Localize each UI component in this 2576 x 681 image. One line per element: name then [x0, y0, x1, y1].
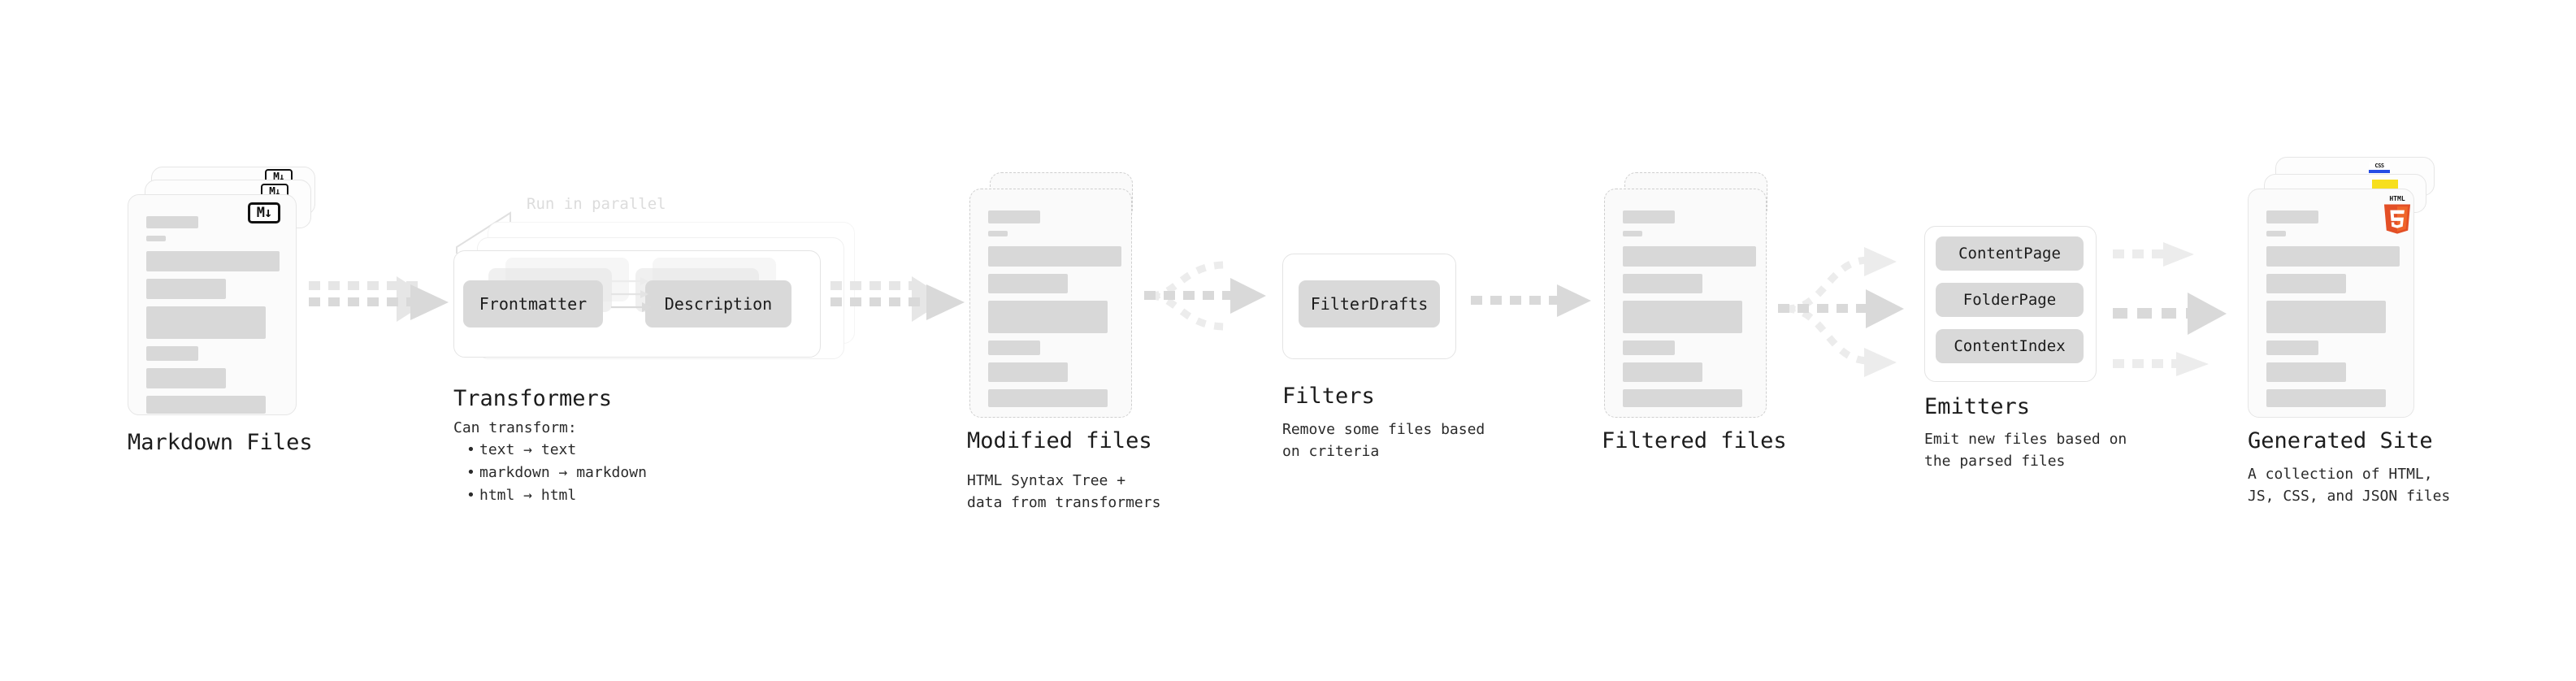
generated-site-heading: Generated Site	[2248, 428, 2433, 453]
run-in-parallel-note: Run in parallel	[527, 195, 666, 213]
markdown-files-heading: Markdown Files	[128, 430, 313, 455]
modified-sheet-front	[969, 189, 1132, 418]
emitters-heading: Emitters	[1924, 394, 2031, 419]
generated-site-subtext: A collection of HTML, JS, CSS, and JSON …	[2248, 466, 2451, 505]
transformer-bullet-2: html → html	[466, 484, 647, 507]
arrow-filters-to-filtered	[1471, 284, 1591, 317]
transformers-bullets: text → text markdown → markdown html → h…	[465, 439, 647, 507]
transformers-heading: Transformers	[453, 386, 613, 411]
css-badge: CSS	[2369, 163, 2390, 173]
arrow-transformers-to-modified	[830, 276, 965, 322]
emitter-pill-contentpage[interactable]: ContentPage	[1936, 236, 2084, 271]
markdown-badge: M↓	[248, 202, 280, 223]
html5-badge: HTML	[2383, 195, 2411, 234]
site-sheet-content	[2249, 189, 2413, 417]
filters-subtext: Remove some files based on criteria	[1282, 421, 1485, 461]
modified-files-subtext: HTML Syntax Tree + data from transformer…	[967, 472, 1161, 512]
filtered-sheet-content	[1605, 189, 1766, 417]
filter-pill-filterdrafts[interactable]: FilterDrafts	[1299, 280, 1440, 327]
transformer-bullet-0: text → text	[466, 439, 647, 462]
transformer-pill-description[interactable]: Description	[645, 280, 791, 327]
transformer-pill-frontmatter[interactable]: Frontmatter	[463, 280, 603, 327]
emitters-subtext: Emit new files based on the parsed files	[1924, 431, 2127, 471]
markdown-sheet-front	[128, 194, 297, 415]
filtered-sheet-front	[1604, 189, 1767, 418]
filtered-files-heading: Filtered files	[1602, 428, 1787, 453]
transformers-caption-title: Can transform:	[453, 419, 577, 436]
modified-sheet-content	[970, 189, 1131, 417]
arrow-modified-to-filters	[1144, 261, 1266, 331]
transformer-bullet-1: markdown → markdown	[466, 462, 647, 484]
arrow-emitters-to-site	[2113, 242, 2227, 376]
arrow-markdown-to-transformers	[309, 276, 449, 322]
transformer-inner-arrows	[611, 277, 652, 312]
emitter-pill-contentindex[interactable]: ContentIndex	[1936, 329, 2084, 363]
modified-files-heading: Modified files	[967, 428, 1152, 453]
arrow-filtered-to-emitters	[1778, 247, 1904, 377]
emitter-pill-folderpage[interactable]: FolderPage	[1936, 283, 2084, 317]
markdown-sheet-content	[128, 195, 296, 414]
filters-heading: Filters	[1282, 384, 1375, 409]
svg-text:HTML: HTML	[2389, 195, 2405, 202]
